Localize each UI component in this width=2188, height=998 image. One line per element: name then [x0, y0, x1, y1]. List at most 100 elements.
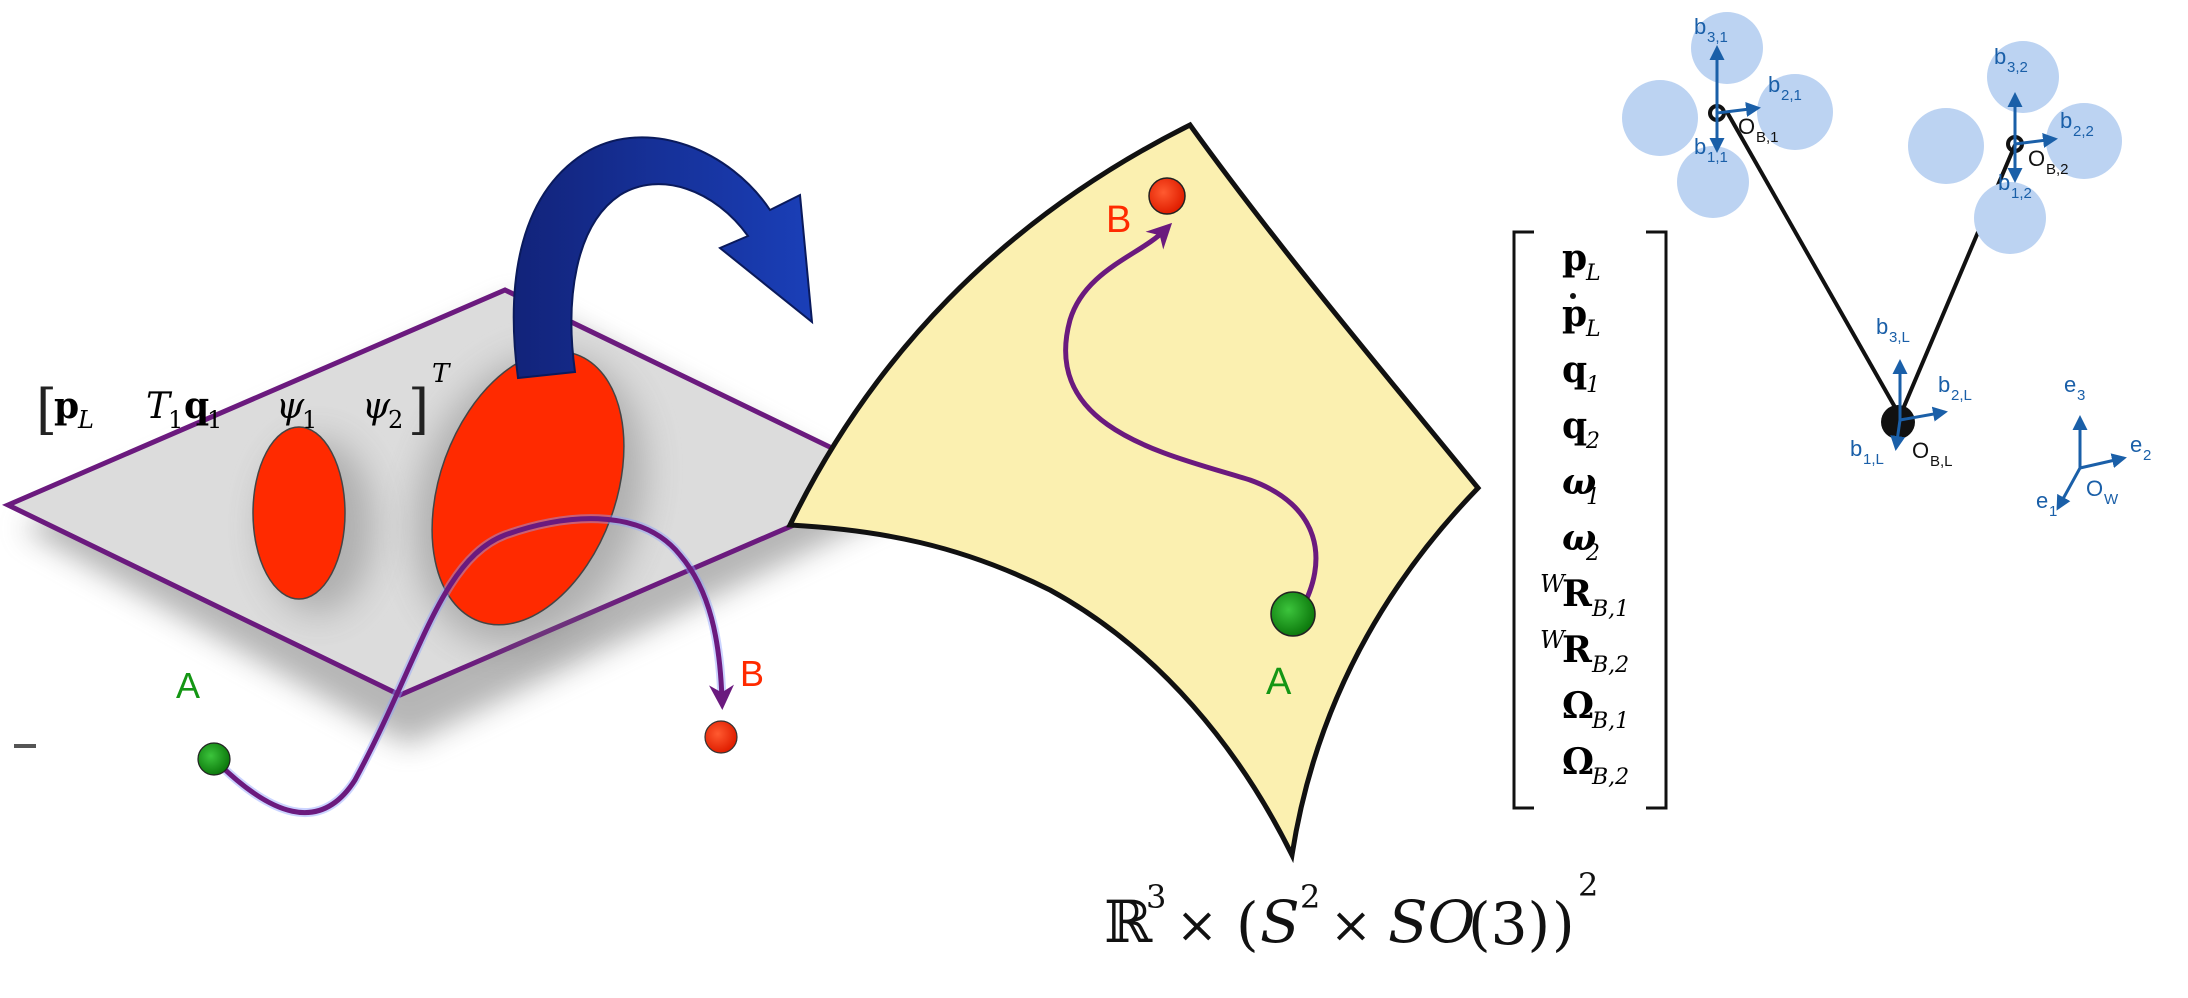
matrix-row: ΩB,1 [1562, 685, 1629, 734]
vec-psi2: ψ [362, 386, 391, 427]
matrix-row-base: q [1562, 405, 1587, 447]
matrix-row-sub: 1 [1586, 485, 1600, 510]
matrix-row-sub: 2 [1585, 429, 1600, 454]
quad1-rotor-left [1622, 80, 1698, 156]
matrix-row: ω1 [1562, 461, 1600, 510]
matrix-row-pre: W [1540, 626, 1567, 654]
quad1-origin-sub: B,1 [1756, 129, 1779, 146]
cable-1 [1725, 111, 1902, 417]
quad2-b2-axis [2014, 133, 2058, 148]
quad2-b3-sub: 3,2 [2007, 59, 2028, 76]
matrix-row-sub: B,1 [1591, 597, 1629, 622]
space-times2: × [1330, 896, 1372, 954]
matrix-row-pre: W [1540, 570, 1567, 598]
load-b2-axis [1899, 406, 1948, 422]
load-b2-sub: 2,L [1951, 387, 1972, 404]
quad1-b2: b [1768, 72, 1780, 97]
vec-psi1-sub: 1 [302, 406, 317, 434]
matrix-row-sub: B,2 [1591, 653, 1629, 678]
world-e2-sub: 2 [2143, 447, 2151, 464]
manifold-goal-point [1148, 177, 1186, 215]
load-b3-sub: 3,L [1889, 329, 1910, 346]
world-e1-sub: 1 [2049, 503, 2057, 520]
quad2-b2: b [2060, 108, 2072, 133]
vec-p-sub: L [77, 406, 94, 434]
space-close: ) [1552, 890, 1575, 958]
load-b2: b [1938, 372, 1950, 397]
flat-path [213, 516, 734, 816]
edge-mark [14, 744, 36, 748]
quad1-rotor-right [1757, 74, 1833, 150]
matrix-row: ΩB,2 [1562, 741, 1629, 790]
load-b1-sub: 1,L [1863, 451, 1884, 468]
vec-psi1: ψ [276, 386, 305, 427]
vec-p: p [54, 385, 79, 427]
vec-bracket-right: ] [408, 378, 429, 441]
matrix-row-sub: 2 [1585, 541, 1600, 566]
matrix-row: q1 [1562, 349, 1600, 398]
manifold-start-point [1270, 591, 1316, 637]
flat-space: A B [ p L T 1 q 1 ψ 1 ψ 2 ] T [2, 287, 905, 818]
matrix-row-base: p [1562, 237, 1587, 279]
frames-diagram: b 3,1 b 2,1 b 1,1 O B,1 b 3,2 b 2,2 b 1,… [1622, 12, 2151, 520]
matrix-row-base: ω [1562, 517, 1596, 559]
matrix-row-sub: B,1 [1591, 709, 1629, 734]
flat-start-point [197, 742, 231, 776]
load: b 3,L b 2,L b 1,L O B,L [1850, 314, 1972, 470]
space-SO-arg: (3) [1468, 890, 1550, 958]
matrix-row-base: R [1562, 573, 1593, 615]
flat-label-B: B [740, 653, 764, 694]
quad1-b2-axis [1716, 102, 1761, 117]
quad1-b1-sub: 1,1 [1707, 149, 1728, 166]
vec-q: q [184, 385, 209, 427]
vec-psi2-sub: 2 [388, 406, 403, 434]
quad1-rotor-bottom [1677, 146, 1749, 218]
vec-transpose: T [432, 359, 451, 389]
load-mass [1881, 405, 1915, 439]
matrix-row-base: R [1562, 629, 1593, 671]
matrix-row-sub: L [1585, 317, 1601, 342]
manifold-label-A: A [1266, 661, 1292, 703]
world-origin-label: O [2086, 476, 2103, 501]
space-R: ℝ [1104, 888, 1153, 956]
quad2-rotor-bottom [1974, 182, 2046, 254]
quad1-b2-sub: 2,1 [1781, 87, 1802, 104]
space-times1: × [1176, 896, 1218, 954]
world-frame: e 3 e 2 e 1 O W [2036, 372, 2151, 520]
quad2-rotor-top [1987, 41, 2059, 113]
matrix-row-base: Ω [1562, 741, 1594, 783]
matrix-bracket-left [1512, 230, 1534, 810]
flat-state-vector: [ p L T 1 q 1 ψ 1 ψ 2 ] T [36, 359, 451, 441]
space-R-exp: 3 [1146, 878, 1166, 916]
matrix-bracket-right [1646, 230, 1668, 810]
load-origin-sub: B,L [1930, 453, 1953, 470]
obstacle-small [252, 426, 346, 600]
quad1: b 3,1 b 2,1 b 1,1 O B,1 [1622, 12, 1833, 218]
world-e2: e [2130, 432, 2142, 457]
matrix-row: ω2 [1562, 517, 1600, 566]
quad2: b 3,2 b 2,2 b 1,2 O B,2 [1908, 41, 2122, 254]
manifold-label-B: B [1106, 199, 1131, 241]
vec-q-sub: 1 [207, 406, 222, 434]
matrix-row-base: q [1562, 349, 1587, 391]
load-b3: b [1876, 314, 1888, 339]
manifold: A B ℝ 3 × ( S 2 × SO (3) ) 2 [786, 121, 1598, 958]
world-e2-axis [2079, 453, 2127, 470]
space-open: ( [1236, 890, 1259, 958]
manifold-space-label: ℝ 3 × ( S 2 × SO (3) ) 2 [1104, 866, 1598, 958]
quad2-b2-sub: 2,2 [2073, 123, 2094, 140]
matrix-row-sub: L [1585, 261, 1601, 286]
load-origin-label: O [1912, 438, 1929, 463]
matrix-row: pL [1562, 237, 1601, 286]
manifold-surface [786, 121, 1482, 864]
flat-label-A: A [176, 665, 200, 706]
quad2-b1-sub: 1,2 [2011, 185, 2032, 202]
quad1-rotor-top [1691, 12, 1763, 84]
quad1-b3-sub: 3,1 [1707, 29, 1728, 46]
space-S: S [1260, 888, 1300, 956]
matrix-row: pL [1562, 293, 1601, 342]
space-exp: 2 [1578, 866, 1598, 904]
